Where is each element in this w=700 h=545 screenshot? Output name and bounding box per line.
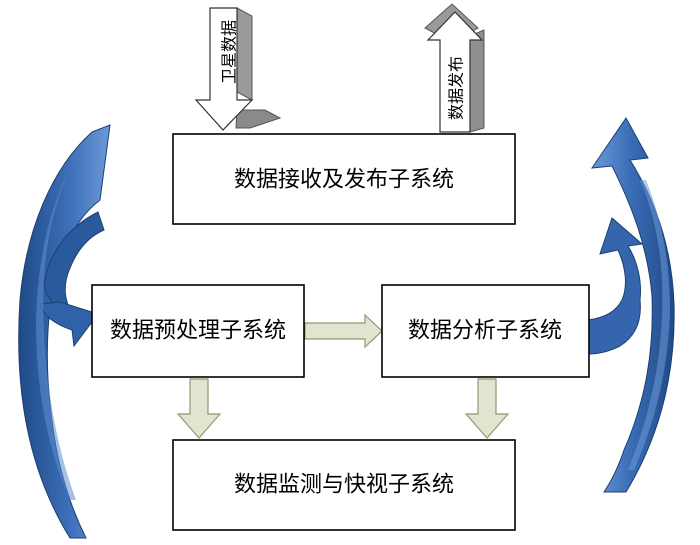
- preprocess-to-analysis-arrow: [304, 313, 383, 349]
- left-loop-arrow: [18, 124, 111, 539]
- output-arrow-label: 数据发布: [447, 56, 466, 120]
- analysis-subsystem-label: 数据分析子系统: [408, 319, 562, 344]
- input-arrow-label: 卫星数据: [220, 20, 239, 84]
- analysis-to-monitor-arrow: [464, 378, 510, 439]
- monitor-subsystem-box: 数据监测与快视子系统: [172, 439, 516, 531]
- receive-publish-subsystem-box: 数据接收及发布子系统: [172, 133, 516, 225]
- data-publish-output-arrow: 数据发布: [424, 3, 485, 133]
- analysis-subsystem-box: 数据分析子系统: [381, 284, 590, 378]
- satellite-data-input-arrow: 卫星数据: [194, 7, 282, 131]
- preprocess-subsystem-box: 数据预处理子系统: [91, 284, 305, 378]
- monitor-subsystem-label: 数据监测与快视子系统: [234, 473, 454, 498]
- right-loop-arrow: [587, 117, 675, 493]
- receive-publish-subsystem-label: 数据接收及发布子系统: [234, 168, 454, 193]
- preprocess-to-monitor-arrow: [176, 378, 222, 439]
- preprocess-subsystem-label: 数据预处理子系统: [110, 319, 286, 344]
